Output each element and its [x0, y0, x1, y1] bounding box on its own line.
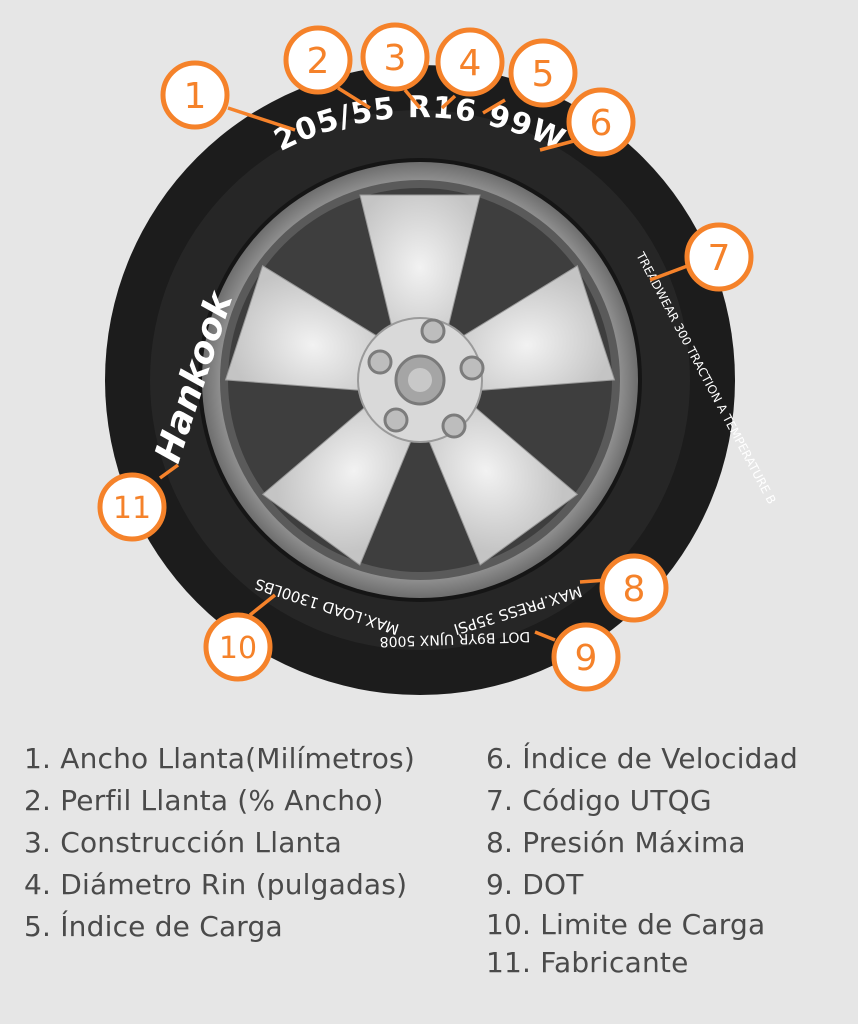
legend-item: 8. Presión Máxima — [486, 826, 746, 859]
callout-6: 6 — [566, 87, 636, 157]
rim — [202, 162, 638, 598]
legend-item: 3. Construcción Llanta — [24, 826, 343, 859]
svg-text:7: 7 — [708, 238, 731, 279]
callout-9: 9 — [551, 622, 621, 692]
leader-lines — [158, 86, 691, 642]
legend-item: 2. Perfil Llanta (% Ancho) — [24, 784, 384, 817]
callout-7: 7 — [684, 222, 754, 292]
legend-item: 11. Fabricante — [486, 946, 689, 979]
tire-diagram: 205/55 R16 99W TREADWEAR 300 TRACTION A … — [97, 22, 779, 695]
svg-text:9: 9 — [575, 638, 598, 679]
callouts: 1 2 3 4 5 6 7 8 — [97, 22, 754, 692]
svg-text:5: 5 — [532, 54, 555, 95]
legend-item: 9. DOT — [486, 868, 584, 901]
lug-nuts — [367, 318, 485, 439]
legend-item: 4. Diámetro Rin (pulgadas) — [24, 868, 408, 901]
svg-text:2: 2 — [307, 41, 330, 82]
svg-text:4: 4 — [459, 43, 482, 84]
svg-text:1: 1 — [184, 76, 207, 117]
callout-2: 2 — [283, 25, 353, 95]
legend-item: 1. Ancho Llanta(Milímetros) — [24, 742, 415, 775]
callout-4: 4 — [435, 27, 505, 97]
callout-3: 3 — [360, 22, 430, 92]
legend-item: 7. Código UTQG — [486, 784, 712, 817]
legend-item: 10. Limite de Carga — [486, 908, 766, 941]
legend-left: 1. Ancho Llanta(Milímetros) 2. Perfil Ll… — [24, 738, 415, 948]
dot-marking: DOT B9YR UJNX 5008 — [379, 628, 530, 649]
callout-8: 8 — [599, 553, 669, 623]
svg-text:3: 3 — [384, 38, 407, 79]
legend-right: 6. Índice de Velocidad 7. Código UTQG 8.… — [486, 738, 798, 982]
legend-item: 5. Índice de Carga — [24, 910, 283, 943]
svg-text:10: 10 — [219, 631, 257, 666]
svg-text:6: 6 — [590, 103, 613, 144]
callout-10: 10 — [203, 612, 273, 682]
callout-5: 5 — [508, 38, 578, 108]
svg-text:8: 8 — [623, 569, 646, 610]
svg-text:11: 11 — [113, 491, 151, 526]
legend-item: 6. Índice de Velocidad — [486, 742, 798, 775]
callout-11: 11 — [97, 472, 167, 542]
callout-1: 1 — [160, 60, 230, 130]
